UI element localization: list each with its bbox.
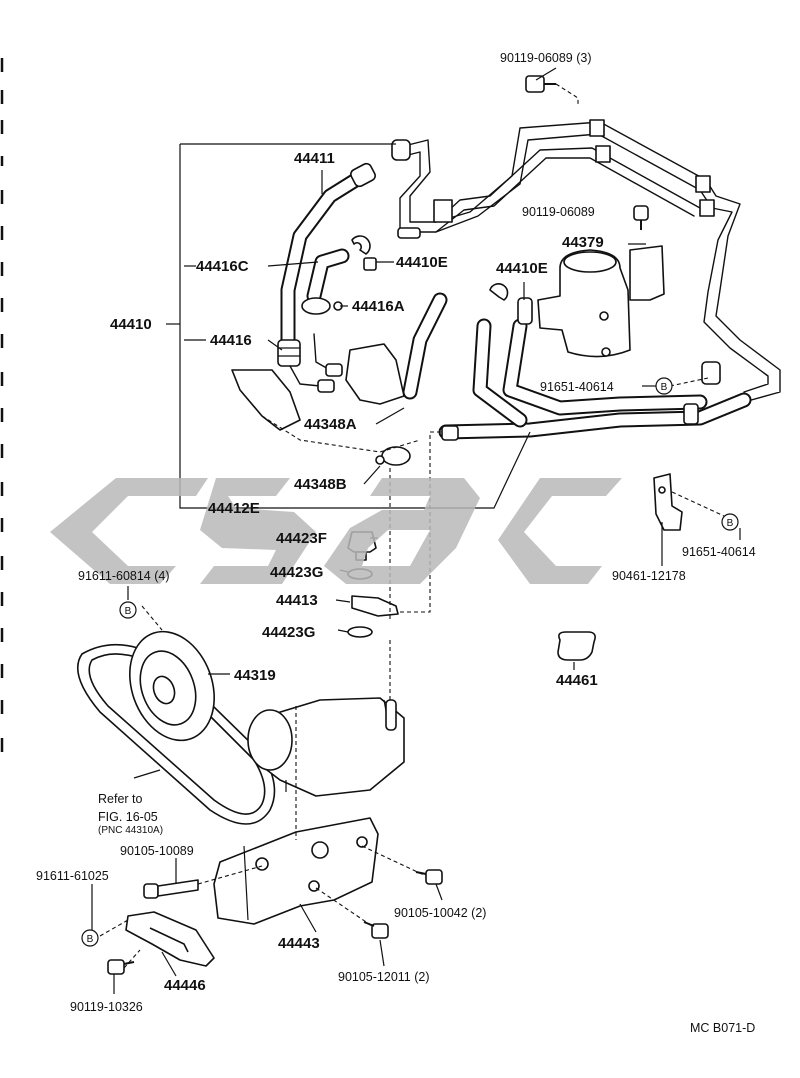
cap-44461 xyxy=(557,631,596,661)
figure-code: MC B071-D xyxy=(690,1021,755,1035)
hose-44416C xyxy=(306,248,350,304)
hose-44411 xyxy=(280,162,376,354)
svg-text:B: B xyxy=(87,934,94,945)
label-44348B: 44348B xyxy=(294,476,347,493)
label-91651-40614-a: 91651-40614 xyxy=(540,380,614,394)
label-44411: 44411 xyxy=(294,150,335,167)
b-marker-2: B xyxy=(721,513,739,531)
label-44412E: 44412E xyxy=(208,500,260,517)
label-90105-10042-2: 90105-10042 (2) xyxy=(394,906,486,920)
refer-line-2: FIG. 16-05 xyxy=(98,810,158,824)
reservoir-44379 xyxy=(537,245,665,358)
label-90105-10089: 90105-10089 xyxy=(120,844,194,858)
label-44461: 44461 xyxy=(556,672,598,689)
label-91651-40614-b: 91651-40614 xyxy=(682,545,756,559)
label-44416A: 44416A xyxy=(352,298,405,315)
b-marker-3: B xyxy=(119,601,137,619)
clamp-90461-12178 xyxy=(653,473,683,531)
watermark xyxy=(50,478,622,584)
hose-44416-fittings xyxy=(277,333,343,393)
label-44410E-b: 44410E xyxy=(496,260,548,277)
svg-text:B: B xyxy=(727,518,734,529)
clamps xyxy=(301,235,533,466)
label-44410E-a: 44410E xyxy=(396,254,448,271)
return-hose-44412E xyxy=(438,318,752,441)
label-44410: 44410 xyxy=(110,316,152,333)
label-44416: 44416 xyxy=(210,332,252,349)
label-bolt-90119-06089-3: 90119-06089 (3) xyxy=(500,51,592,65)
b-marker-4: B xyxy=(81,929,99,947)
pressure-tube-assembly xyxy=(391,119,781,403)
svg-text:B: B xyxy=(125,606,132,617)
label-44416C: 44416C xyxy=(196,258,249,275)
label-90105-12011-2: 90105-12011 (2) xyxy=(338,970,430,984)
label-44443: 44443 xyxy=(278,935,320,952)
tube-block xyxy=(433,199,453,223)
label-44446: 44446 xyxy=(164,977,206,994)
b-marker-1: B xyxy=(655,377,673,395)
label-44413: 44413 xyxy=(276,592,318,609)
leader-lines xyxy=(91,67,741,994)
tube-clamp-c xyxy=(695,175,711,193)
pump-body-lower xyxy=(247,697,405,797)
label-44423G-b: 44423G xyxy=(262,624,315,641)
svg-text:B: B xyxy=(661,382,668,393)
label-44423F: 44423F xyxy=(276,530,327,547)
tube-clamp-d xyxy=(699,199,715,217)
tube-nut xyxy=(397,227,421,239)
tube-clamp-a xyxy=(589,119,605,137)
label-44319: 44319 xyxy=(234,667,276,684)
label-44379: 44379 xyxy=(562,234,604,251)
label-bolt-90119-06089: 90119-06089 xyxy=(522,205,595,219)
pulley-44319 xyxy=(129,630,215,742)
bracket-44446 xyxy=(125,911,215,967)
bolts xyxy=(107,75,649,975)
label-44423G-a: 44423G xyxy=(270,564,323,581)
refer-line-3: (PNC 44310A) xyxy=(98,825,163,836)
label-90461-12178: 90461-12178 xyxy=(612,569,686,583)
tube-clamp-b xyxy=(595,145,611,163)
label-91611-61025: 91611-61025 xyxy=(36,869,109,883)
refer-line-1: Refer to xyxy=(98,792,143,806)
label-44348A: 44348A xyxy=(304,416,357,433)
pump-body-upper xyxy=(231,343,421,453)
tube-end-fitting xyxy=(391,139,411,161)
tube-end-fitting-right xyxy=(701,361,721,385)
label-90119-10326: 90119-10326 xyxy=(70,1000,143,1014)
hose-44348A xyxy=(402,292,448,400)
labels: 90119-06089 (3) 90119-06089 44411 44416C… xyxy=(36,51,756,1035)
label-91611-60814-4: 91611-60814 (4) xyxy=(78,569,170,583)
